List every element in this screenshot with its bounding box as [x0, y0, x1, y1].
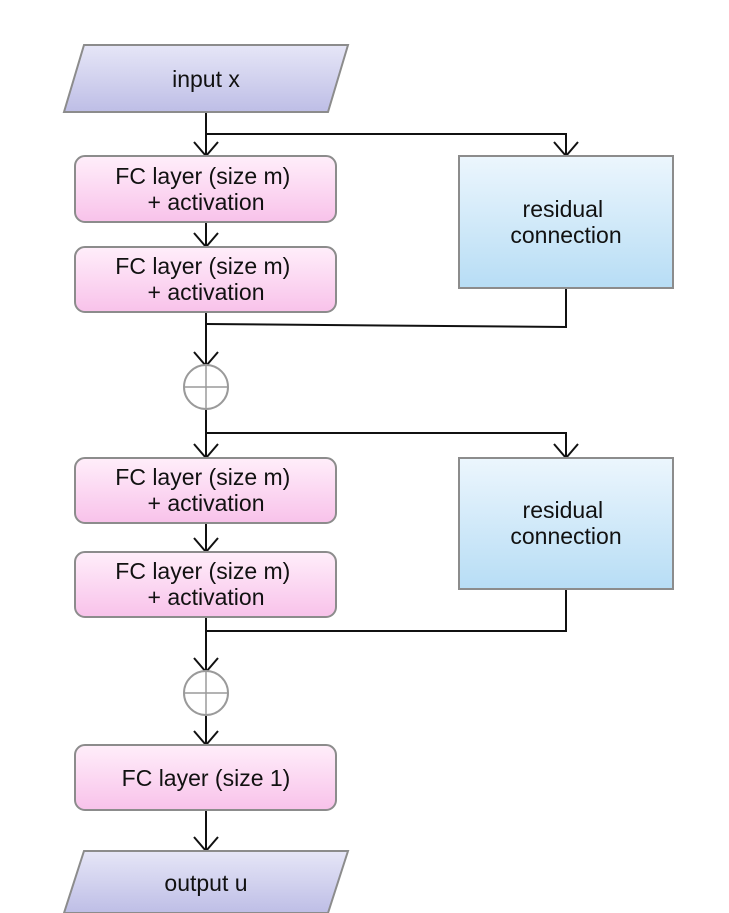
fc-layer-node: FC layer (size m) + activation: [74, 551, 337, 618]
sum-node: [183, 364, 229, 410]
sum-node: [183, 670, 229, 716]
edge-residual2-to-sum2: [206, 589, 567, 632]
fc-layer-label: FC layer (size m) + activation: [115, 163, 296, 215]
input-label: input x: [172, 66, 240, 92]
input-node: input x: [62, 44, 350, 113]
output-label: output u: [164, 870, 247, 896]
fc-layer-node: FC layer (size m) + activation: [74, 457, 337, 524]
residual-label: residual connection: [510, 497, 621, 549]
fc-final-node: FC layer (size 1): [74, 744, 337, 811]
edge-input-to-residual1: [206, 133, 567, 156]
residual-connection-node: residual connection: [458, 155, 674, 289]
fc-layer-node: FC layer (size m) + activation: [74, 246, 337, 313]
residual-connection-node: residual connection: [458, 457, 674, 590]
edge-sum1-to-residual2: [206, 432, 567, 458]
edge-residual1-to-sum1: [205, 288, 567, 329]
fc-layer-node: FC layer (size m) + activation: [74, 155, 337, 223]
fc-layer-label: FC layer (size m) + activation: [115, 464, 296, 516]
fc-final-label: FC layer (size 1): [122, 765, 291, 791]
residual-label: residual connection: [510, 196, 621, 248]
fc-layer-label: FC layer (size m) + activation: [115, 558, 296, 610]
fc-layer-label: FC layer (size m) + activation: [115, 253, 296, 305]
output-node: output u: [62, 850, 350, 913]
